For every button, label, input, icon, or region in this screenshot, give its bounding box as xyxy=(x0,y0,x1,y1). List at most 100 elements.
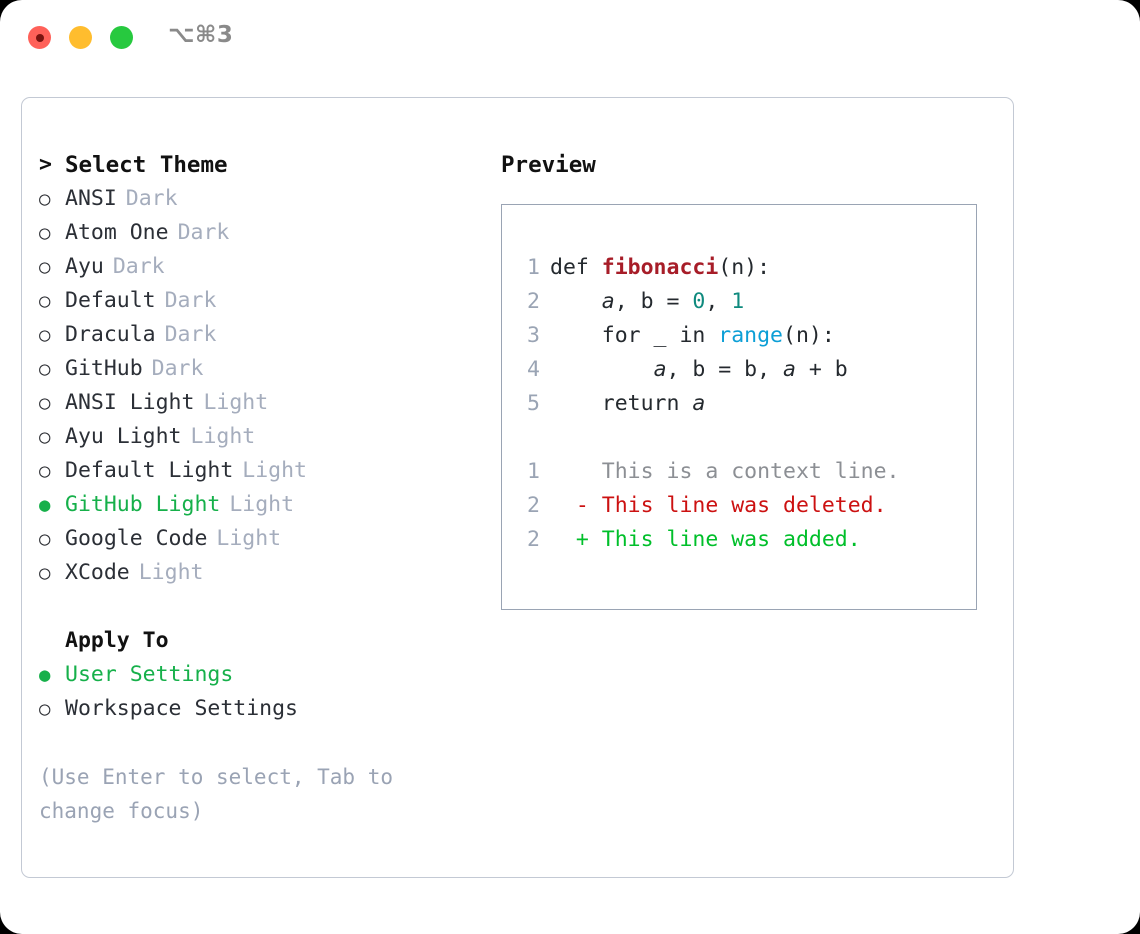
code-line-text: for _ in range(n): xyxy=(550,319,835,353)
zoom-button[interactable] xyxy=(110,26,133,49)
apply-to-item-label: User Settings xyxy=(65,662,234,687)
code-line: 1 def fibonacci(n): xyxy=(520,251,976,285)
theme-item[interactable]: ○ Default Light Light xyxy=(39,454,489,488)
code-token: a xyxy=(653,357,667,382)
theme-item-label: GitHub Light xyxy=(65,492,221,517)
line-number: 1 xyxy=(527,459,540,484)
diff-line: 2 + This line was added. xyxy=(520,523,976,557)
minimize-button[interactable] xyxy=(69,26,92,49)
theme-item-label: GitHub xyxy=(65,356,143,381)
diff-line-text: - This line was deleted. xyxy=(550,493,887,518)
theme-item-variant: Light xyxy=(242,458,308,483)
keyboard-hint-text: (Use Enter to select, Tab to change focu… xyxy=(39,765,394,823)
radio-icon: ○ xyxy=(39,460,51,482)
radio-selected-icon: ● xyxy=(39,494,51,516)
code-line-text: a, b = 0, 1 xyxy=(550,285,744,319)
theme-item-variant: Light xyxy=(229,492,295,517)
theme-item-label: Default xyxy=(65,288,156,313)
title-bar: ⌥⌘3 xyxy=(0,0,1140,78)
theme-item-label: XCode xyxy=(65,560,130,585)
code-line: 3 for _ in range(n): xyxy=(520,319,976,353)
line-number: 2 xyxy=(527,527,540,552)
preview-title: Preview xyxy=(501,152,596,178)
diff-line: 1 This is a context line. xyxy=(520,455,976,489)
apply-to-item[interactable]: ○ Workspace Settings xyxy=(39,692,489,726)
theme-item-label: Ayu Light xyxy=(65,424,182,449)
diff-line: 2 - This line was deleted. xyxy=(520,489,976,523)
theme-item-variant: Dark xyxy=(164,288,217,313)
code-line-text: a, b = b, a + b xyxy=(550,353,848,387)
theme-item[interactable]: ○ Default Dark xyxy=(39,284,489,318)
radio-icon: ○ xyxy=(39,290,51,312)
code-token: a xyxy=(601,289,615,314)
radio-icon: ○ xyxy=(39,528,51,550)
code-token: 1 xyxy=(731,289,745,314)
apply-to-list: ● User Settings ○ Workspace Settings xyxy=(39,658,489,726)
code-token: = xyxy=(653,289,693,314)
diff-sample: 1 This is a context line.2 - This line w… xyxy=(520,455,976,557)
code-token: a xyxy=(783,357,796,382)
code-token: , b = b, xyxy=(666,357,784,382)
line-number: 5 xyxy=(527,391,540,416)
theme-item-variant: Light xyxy=(138,560,204,585)
code-line: 2 a, b = 0, 1 xyxy=(520,285,976,319)
traffic-lights xyxy=(28,26,133,49)
radio-icon: ○ xyxy=(39,392,51,414)
code-token xyxy=(550,357,654,382)
radio-icon: ○ xyxy=(39,698,51,720)
theme-item[interactable]: ○ Google Code Light xyxy=(39,522,489,556)
code-line: 5 return a xyxy=(520,387,976,421)
radio-icon: ○ xyxy=(39,256,51,278)
code-token: range xyxy=(718,323,784,348)
select-theme-title: Select Theme xyxy=(65,152,228,178)
line-number: 3 xyxy=(527,323,540,348)
apply-to-heading: Apply To xyxy=(39,624,489,658)
theme-item[interactable]: ● GitHub Light Light xyxy=(39,488,489,522)
radio-selected-icon: ● xyxy=(39,664,51,686)
diff-line-text: This is a context line. xyxy=(550,459,900,484)
select-theme-heading: > Select Theme xyxy=(39,148,489,182)
theme-item[interactable]: ○ XCode Light xyxy=(39,556,489,590)
theme-item-variant: Dark xyxy=(112,254,165,279)
close-button[interactable] xyxy=(28,26,51,49)
radio-icon: ○ xyxy=(39,562,51,584)
code-token: fibonacci xyxy=(601,255,719,280)
line-number: 1 xyxy=(527,255,540,280)
code-token: for _ in xyxy=(550,323,719,348)
radio-icon: ○ xyxy=(39,426,51,448)
apply-to-item-label: Workspace Settings xyxy=(65,696,298,721)
theme-item-label: Atom One xyxy=(65,220,169,245)
theme-item-variant: Dark xyxy=(164,322,217,347)
apply-to-item[interactable]: ● User Settings xyxy=(39,658,489,692)
code-token: def xyxy=(550,255,602,280)
code-token: (n): xyxy=(718,255,771,280)
radio-icon: ○ xyxy=(39,324,51,346)
theme-item-label: Default Light xyxy=(65,458,234,483)
theme-item-label: ANSI xyxy=(65,186,117,211)
theme-item-label: Google Code xyxy=(65,526,208,551)
theme-item-variant: Dark xyxy=(125,186,178,211)
theme-item-label: ANSI Light xyxy=(65,390,195,415)
theme-item-variant: Dark xyxy=(151,356,204,381)
code-token: a xyxy=(692,391,706,416)
code-line: 4 a, b = b, a + b xyxy=(520,353,976,387)
code-token: , xyxy=(614,289,641,314)
theme-item-variant: Light xyxy=(216,526,282,551)
code-token: + b xyxy=(795,357,848,382)
caret-icon: > xyxy=(39,152,52,177)
theme-item-variant: Dark xyxy=(177,220,230,245)
